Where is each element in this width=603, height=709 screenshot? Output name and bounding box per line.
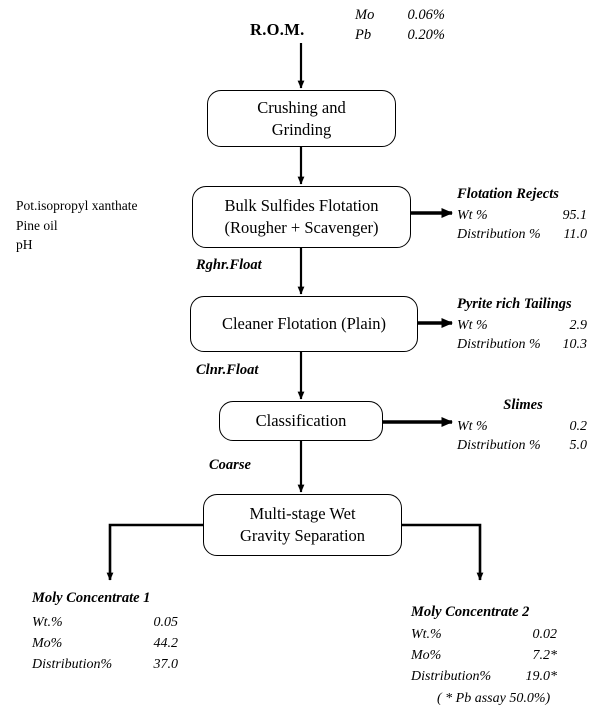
output-row-value: 95.1 — [562, 207, 588, 223]
output-row: Wt % 2.9 — [457, 316, 587, 336]
stage-line-1: Classification — [255, 411, 347, 431]
output-row-value: 0.2 — [569, 418, 588, 434]
product-row: Distribution% 37.0 — [32, 654, 178, 675]
product-row: Wt.% 0.02 — [411, 624, 557, 645]
product-row: Mo% 44.2 — [32, 633, 178, 654]
product-moly-concentrate-1: Moly Concentrate 1 Wt.% 0.05 Mo% 44.2 Dist… — [32, 588, 178, 675]
product-row-value: 44.2 — [153, 635, 179, 651]
output-row-value: 5.0 — [569, 438, 588, 454]
feed-assay: Mo 0.06% Pb 0.20% — [355, 6, 445, 45]
product-row-value: 37.0 — [153, 656, 179, 672]
stage-line-1: Multi-stage Wet — [249, 504, 356, 524]
output-row-key: Wt % — [457, 207, 488, 223]
output-row: Distribution % 5.0 — [457, 436, 589, 456]
feed-assay-row: Mo 0.06% — [355, 6, 445, 26]
stage-line-1: Cleaner Flotation (Plain) — [221, 314, 387, 334]
feed-label: R.O.M. — [250, 20, 305, 39]
output-row: Distribution % 11.0 — [457, 225, 587, 245]
product-row-key: Distribution% — [411, 669, 492, 684]
output-row: Wt % 95.1 — [457, 206, 587, 226]
feed-assay-value: 0.06% — [407, 7, 445, 23]
output-row-key: Distribution % — [457, 438, 541, 454]
product-row: Wt.% 0.05 — [32, 612, 178, 633]
output-row-key: Wt % — [457, 317, 488, 333]
output-slimes: Slimes Wt % 0.2 Distribution % 5.0 — [457, 395, 589, 456]
product-row-key: Wt.% — [32, 614, 63, 630]
product-footnote: ( * Pb assay 50.0%) — [437, 691, 551, 706]
reagent-item: Pine oil — [16, 217, 58, 233]
stage-gravity-separation[interactable]: Multi-stage Wet Gravity Separation — [203, 494, 402, 556]
product-row-key: Distribution% — [32, 656, 113, 672]
output-row-key: Distribution % — [457, 227, 541, 243]
output-title: Slimes — [503, 397, 543, 413]
feed-assay-value: 0.20% — [407, 26, 445, 43]
stage-line-1: Bulk Sulfides Flotation — [224, 196, 379, 216]
stream-label-cleaner-float: Clnr.Float — [196, 362, 259, 378]
stage-line-2: (Rougher + Scavenger) — [224, 218, 379, 237]
product-row: Mo% 7.2* — [411, 645, 557, 666]
output-pyrite-rich-tailings: Pyrite rich Tailings Wt % 2.9 Distributio… — [457, 294, 587, 355]
stage-classification[interactable]: Classification — [219, 401, 383, 441]
product-title: Moly Concentrate 2 — [411, 604, 530, 620]
product-moly-concentrate-2: Moly Concentrate 2 Wt.% 0.02 Mo% 7.2* Dist… — [411, 604, 557, 709]
output-row-key: Distribution % — [457, 337, 541, 353]
output-row-value: 10.3 — [562, 337, 588, 353]
product-row-value: 0.05 — [153, 614, 179, 630]
product-row: Distribution% 19.0* — [411, 666, 557, 687]
output-flotation-rejects: Flotation Rejects Wt % 95.1 Distribution … — [457, 184, 587, 245]
product-row-key: Mo% — [32, 635, 63, 651]
stage-line-2: Gravity Separation — [239, 526, 366, 545]
stream-label-coarse: Coarse — [209, 457, 251, 473]
stream-label-rougher-float: Rghr.Float — [196, 257, 262, 273]
stage-line-2: Grinding — [271, 119, 332, 139]
output-row-key: Wt % — [457, 418, 488, 434]
output-row: Wt % 0.2 — [457, 417, 589, 437]
arrow-gravity-to-concentrate-1 — [106, 523, 203, 581]
stage-line-1: Crushing and — [257, 97, 346, 117]
arrow-gravity-to-concentrate-2 — [402, 523, 484, 581]
output-row: Distribution % 10.3 — [457, 335, 587, 355]
product-title: Moly Concentrate 1 — [32, 590, 151, 606]
product-row-value: 0.02 — [532, 627, 558, 642]
output-title: Pyrite rich Tailings — [457, 296, 572, 312]
feed-assay-element: Pb — [355, 26, 372, 43]
output-row-value: 2.9 — [569, 317, 588, 333]
product-row-value: 19.0* — [525, 669, 558, 684]
reagent-list: Pot.isopropyl xanthate Pine oil pH — [16, 196, 138, 255]
product-row-key: Wt.% — [411, 627, 442, 642]
reagent-item: pH — [16, 237, 33, 253]
stage-cleaner-flotation[interactable]: Cleaner Flotation (Plain) — [190, 296, 418, 352]
stage-bulk-sulfides-flotation[interactable]: Bulk Sulfides Flotation (Rougher + Scave… — [192, 186, 411, 248]
product-row-key: Mo% — [411, 648, 442, 663]
output-row-value: 11.0 — [563, 227, 587, 243]
stage-crushing-and-grinding[interactable]: Crushing and Grinding — [207, 90, 396, 147]
output-title: Flotation Rejects — [457, 186, 559, 202]
product-row-value: 7.2* — [532, 648, 558, 663]
feed-assay-element: Mo — [355, 7, 375, 23]
feed-assay-row: Pb 0.20% — [355, 26, 445, 46]
reagent-item: Pot.isopropyl xanthate — [16, 198, 138, 213]
